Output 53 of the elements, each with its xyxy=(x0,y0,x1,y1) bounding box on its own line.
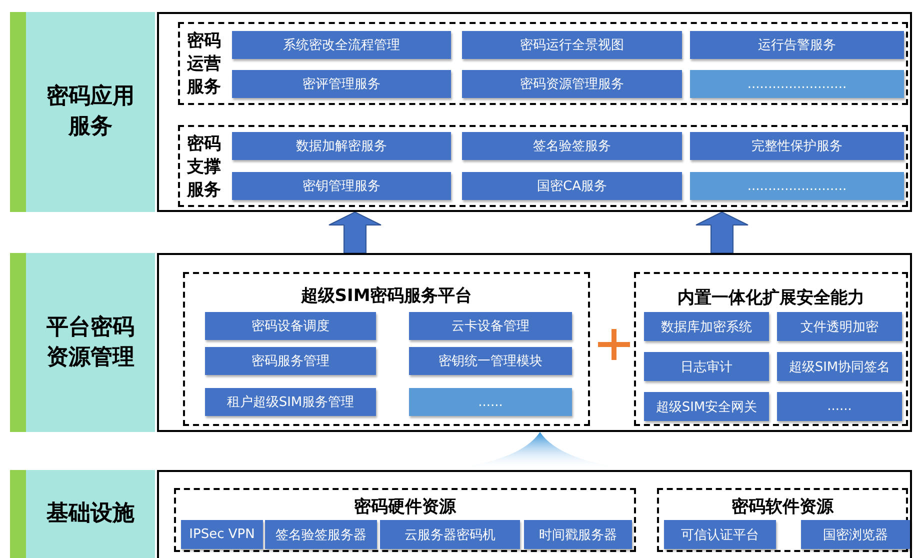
service-box: 密钥统一管理模块 xyxy=(409,347,572,375)
service-box: 超级SIM协同签名 xyxy=(777,352,902,381)
group-heading: 密码硬件资源 xyxy=(353,496,458,518)
layer-panel xyxy=(157,12,912,212)
layer-title: 密码应用服务 xyxy=(46,82,136,141)
service-box: 数据库加密系统 xyxy=(644,312,769,341)
service-box: 国密CA服务 xyxy=(462,172,682,200)
service-box: 签名验签服务器 xyxy=(265,520,377,549)
dashed-group xyxy=(178,22,908,105)
dashed-group xyxy=(657,488,908,552)
dashed-group xyxy=(183,272,590,426)
service-box: 密码设备调度 xyxy=(205,312,376,340)
service-box: 运行告警服务 xyxy=(690,31,904,59)
service-box: 时间戳服务器 xyxy=(524,520,632,549)
service-box: 数据加解密服务 xyxy=(232,132,451,160)
layer-title: 基础设施 xyxy=(46,500,136,528)
dashed-group xyxy=(174,488,636,552)
service-box: 可信认证平台 xyxy=(664,520,776,549)
service-box: 密码运行全景视图 xyxy=(462,31,682,59)
placeholder-box: ...... xyxy=(409,388,572,416)
service-box: 国密浏览器 xyxy=(801,520,910,549)
service-box: 密钥管理服务 xyxy=(232,172,451,200)
block-arrow xyxy=(696,211,748,254)
service-box: 完整性保护服务 xyxy=(690,132,904,160)
group-heading: 超级SIM密码服务平台 xyxy=(300,285,474,307)
service-box: 超级SIM安全网关 xyxy=(644,392,769,421)
layer-title-band xyxy=(10,253,155,432)
service-box: 云卡设备管理 xyxy=(409,312,572,340)
service-box: 系统密改全流程管理 xyxy=(232,31,451,59)
dashed-group xyxy=(634,272,908,426)
service-box: ...... xyxy=(777,392,902,421)
placeholder-box: ........................ xyxy=(690,70,904,98)
group-heading: 内置一体化扩展安全能力 xyxy=(676,287,866,309)
group-heading: 密码软件资源 xyxy=(730,496,835,518)
service-box: 租户超级SIM服务管理 xyxy=(205,388,376,416)
layer-title-band xyxy=(10,470,155,558)
service-box: 日志审计 xyxy=(644,352,769,381)
service-box: 云服务器密码机 xyxy=(380,520,520,549)
dashed-group xyxy=(178,125,908,207)
layer-panel xyxy=(157,470,912,558)
service-box: 密评管理服务 xyxy=(232,70,451,98)
layer-panel xyxy=(157,253,912,432)
service-box: IPSec VPN xyxy=(181,520,263,549)
block-arrow xyxy=(328,211,382,254)
group-heading: 密码运营服务 xyxy=(186,30,222,99)
service-box: 密码服务管理 xyxy=(205,347,376,375)
placeholder-box: ........................ xyxy=(690,172,904,200)
layer-title-band xyxy=(10,12,155,212)
layer-title: 平台密码资源管理 xyxy=(46,314,136,372)
group-heading: 密码支撑服务 xyxy=(186,133,222,202)
service-box: 文件透明加密 xyxy=(777,312,902,341)
service-box: 密码资源管理服务 xyxy=(462,70,682,98)
service-box: 签名验签服务 xyxy=(462,132,682,160)
